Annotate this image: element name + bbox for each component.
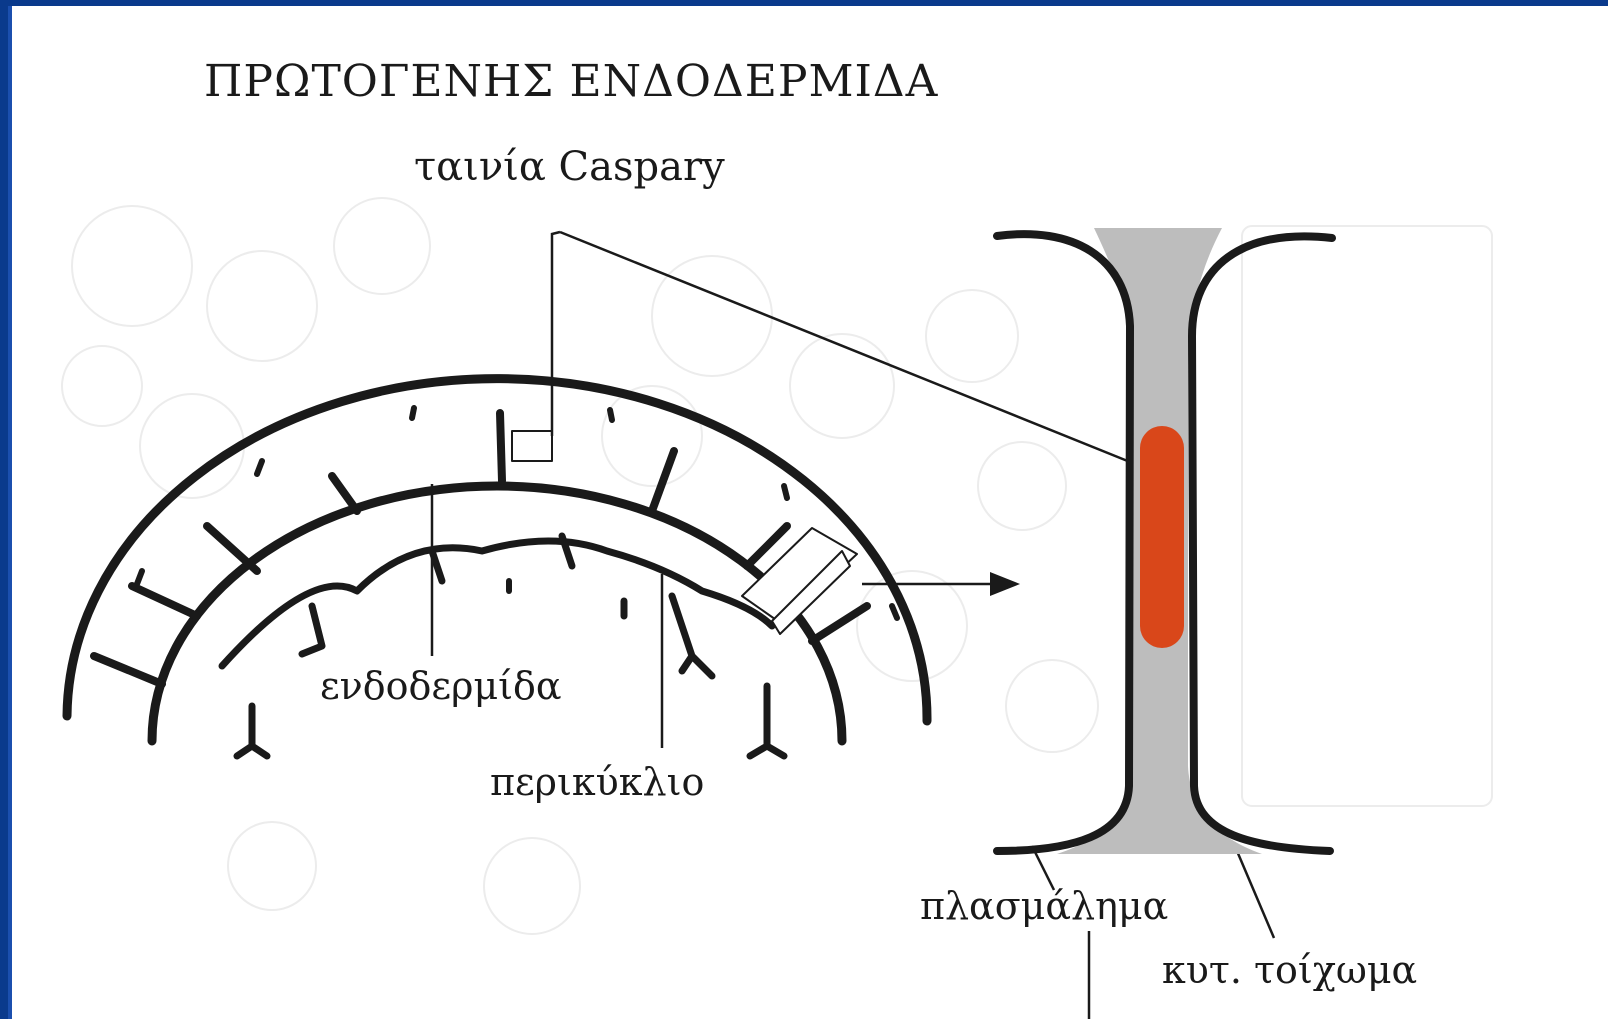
plasma-membrane-label: πλασμάλημα [920, 884, 1168, 928]
caspary-leader [552, 232, 560, 436]
arrow-head [990, 572, 1020, 596]
caspary-strip-label: ταινία Caspary [414, 144, 725, 190]
caspary-strip-band [1140, 426, 1184, 648]
wall-detail [997, 228, 1332, 854]
pericycle-label: περικύκλιο [490, 760, 704, 804]
endodermis-label: ενδοδερμίδα [320, 664, 562, 708]
cell-wall-leader [1237, 851, 1274, 938]
diagram-title: ΠΡΩΤΟΓΕΝΗΣ ΕΝΔΟΔΕΡΜΙΔΑ [204, 56, 938, 107]
diagram-svg [12, 6, 1608, 1019]
zoom-connector [560, 232, 1140, 466]
diagram-canvas: ΠΡΩΤΟΓΕΝΗΣ ΕΝΔΟΔΕΡΜΙΔΑ ταινία Caspary εν… [8, 6, 1608, 1019]
cell-wall-label: κυτ. τοίχωμα [1162, 948, 1417, 992]
pericycle-radial-walls [237, 536, 784, 756]
caspary-strip-marker [512, 431, 552, 461]
right-plasma-membrane [1192, 236, 1332, 851]
